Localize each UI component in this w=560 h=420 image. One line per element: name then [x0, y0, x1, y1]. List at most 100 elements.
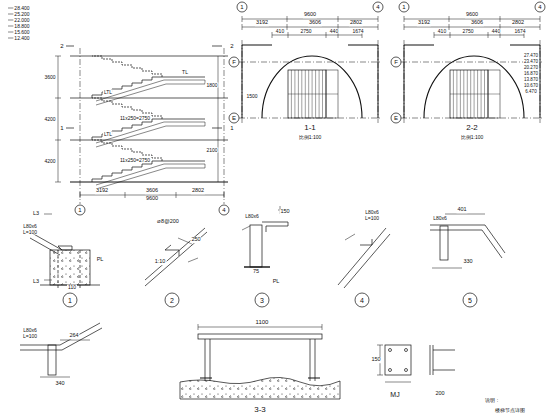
drawing-label: 4200	[43, 117, 56, 122]
drawing-label: 2750	[299, 29, 312, 34]
drawing-label: ⌀8@200	[156, 219, 180, 225]
dimension-tick	[404, 16, 540, 38]
axis-bubble	[373, 2, 383, 12]
drawing-label: 150	[279, 209, 290, 215]
stringer	[96, 164, 205, 189]
drawing-label: 150	[370, 357, 381, 363]
drawing-label: 4200	[43, 159, 56, 164]
drawing-label: 25.200	[13, 12, 30, 17]
drawing-label: 1	[59, 125, 64, 131]
section-3-3	[180, 324, 340, 399]
drawing-label: 410	[275, 29, 285, 34]
drawing-label: 4	[359, 297, 365, 304]
drawing-label: 2	[229, 43, 234, 49]
axis-bubble	[237, 2, 247, 12]
stair-tread	[288, 70, 338, 118]
drawing-label: MJ	[389, 391, 400, 398]
drawing-label: E	[393, 115, 399, 121]
drawing-label: 2-2	[465, 124, 479, 132]
axis-line	[404, 40, 540, 124]
drawing-label: 9600	[303, 12, 317, 18]
drawing-label: 1:10	[154, 259, 167, 265]
drawing-label: L3	[32, 279, 40, 285]
drawing-label: L=100	[364, 216, 380, 221]
drawing-label: 3-3	[253, 406, 267, 414]
drawing-label: 3192	[255, 20, 269, 26]
drawing-label: 1-1	[303, 124, 317, 132]
stair-tread	[450, 70, 500, 118]
dimension-tick	[242, 16, 378, 38]
drawing-label: LTL	[103, 90, 113, 95]
detail-2	[145, 228, 207, 307]
drawing-label: 2100	[205, 148, 218, 153]
drawing-label: 10.670	[523, 84, 539, 89]
drawing-label: 3606	[308, 20, 322, 26]
drawing-label: L80x6	[432, 216, 448, 221]
drawing-label: PL	[96, 257, 105, 263]
drawing-label: 1500	[245, 94, 258, 99]
drawing-label: 2802	[511, 20, 525, 26]
drawing-label: 2750	[461, 29, 474, 34]
drawing-label: 2802	[191, 188, 205, 194]
drawing-label: F	[231, 59, 237, 65]
drawing-label: 27.470	[523, 54, 539, 59]
drawing-label: L80x6	[22, 224, 38, 229]
drawing-label: L=100	[22, 334, 38, 339]
drawing-label: 3600	[43, 75, 56, 80]
detail-6	[20, 323, 102, 377]
landing	[326, 70, 338, 118]
drawing-label: 200	[434, 391, 445, 397]
drawing-label: 1	[229, 125, 234, 131]
drawing-label: E	[231, 115, 237, 121]
drawing-label: 3606	[470, 20, 484, 26]
drawing-label: 比例1:100	[298, 135, 323, 140]
drawing-label: 11x250=2750	[119, 116, 151, 121]
drawing-label: 110	[67, 285, 77, 290]
detail-3	[242, 206, 288, 307]
axis-line	[239, 62, 382, 118]
drawing-label: 说明：	[484, 398, 501, 403]
dimension-line	[242, 19, 378, 35]
axis-bubble	[399, 2, 409, 12]
dimension-line	[404, 19, 540, 35]
drawing-label: 1674	[513, 29, 526, 34]
drawing-label: 264	[68, 333, 79, 339]
drawing-label: 13.870	[523, 78, 539, 83]
embedded-plate	[377, 345, 455, 382]
drawing-label: 4	[221, 207, 226, 213]
drawing-label: 16.870	[523, 72, 539, 77]
axis-bubble	[229, 113, 239, 123]
drawing-label: 22.000	[13, 18, 30, 23]
drawing-label: L80x6	[244, 214, 260, 219]
stair-flight	[92, 56, 162, 77]
drawing-label: 1	[401, 4, 406, 10]
drawing-label: 18.800	[13, 24, 30, 29]
drawing-label: 2802	[349, 20, 363, 26]
detail-5	[430, 214, 505, 307]
drawing-label: L80x6	[364, 210, 380, 215]
drawing-label: 1	[239, 4, 244, 10]
drawing-label: 330	[462, 259, 473, 265]
stringer	[96, 80, 205, 105]
drawing-label: 5	[467, 297, 473, 304]
detail-4	[338, 228, 390, 307]
drawing-label: 3192	[95, 188, 109, 194]
drawing-label: 250	[190, 237, 201, 243]
drawing-label: 23.470	[523, 60, 539, 65]
drawing-label: L=100	[22, 230, 38, 235]
drawing-label: 4	[375, 4, 380, 10]
drawing-label: 15.600	[13, 30, 30, 35]
stair-plans	[229, 2, 545, 124]
landing	[488, 70, 500, 118]
drawing-label: 3192	[417, 20, 431, 26]
drawing-label: 1100	[255, 319, 270, 325]
drawing-label: 28.400	[13, 6, 30, 11]
drawing-label: 比例1:100	[460, 135, 485, 140]
stair-elevation	[0, 4, 229, 215]
stair-flights	[92, 56, 205, 189]
drawing-label: 20.270	[523, 66, 539, 71]
drawing-label: 9600	[145, 196, 159, 202]
drawing-label: F	[393, 59, 399, 65]
drawing-label: 1	[67, 297, 73, 304]
arc-wall	[262, 56, 362, 118]
